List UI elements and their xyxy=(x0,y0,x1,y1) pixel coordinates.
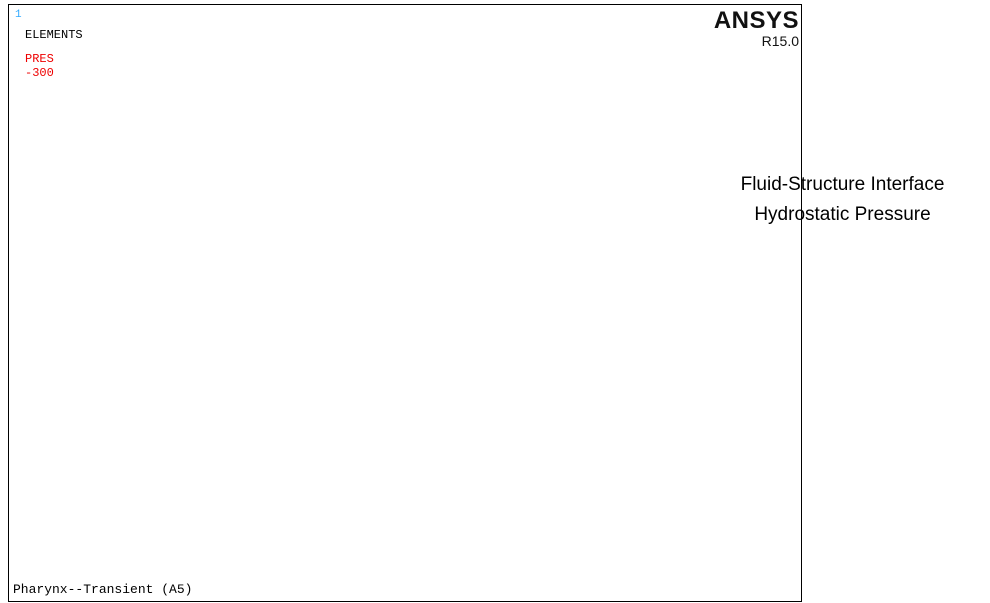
brand-name: ANSYS xyxy=(713,7,799,34)
graphics-window: 1 ELEMENTS PRES -300 ANSYS R15.0 Pharynx… xyxy=(8,4,802,602)
brand-version: R15.0 xyxy=(761,33,799,49)
annotation-line-2: Hydrostatic Pressure xyxy=(754,204,931,225)
load-value: -300 xyxy=(25,66,54,80)
ansys-logo: ANSYS R15.0 xyxy=(713,7,799,50)
plot-mode-label: ELEMENTS xyxy=(25,28,83,42)
load-label: PRES xyxy=(25,52,54,66)
annotation-text: Fluid-Structure Interface Hydrostatic Pr… xyxy=(700,170,985,230)
annotation-line-1: Fluid-Structure Interface xyxy=(740,174,945,195)
window-number: 1 xyxy=(15,9,22,21)
plot-caption: Pharynx--Transient (A5) xyxy=(13,582,193,597)
